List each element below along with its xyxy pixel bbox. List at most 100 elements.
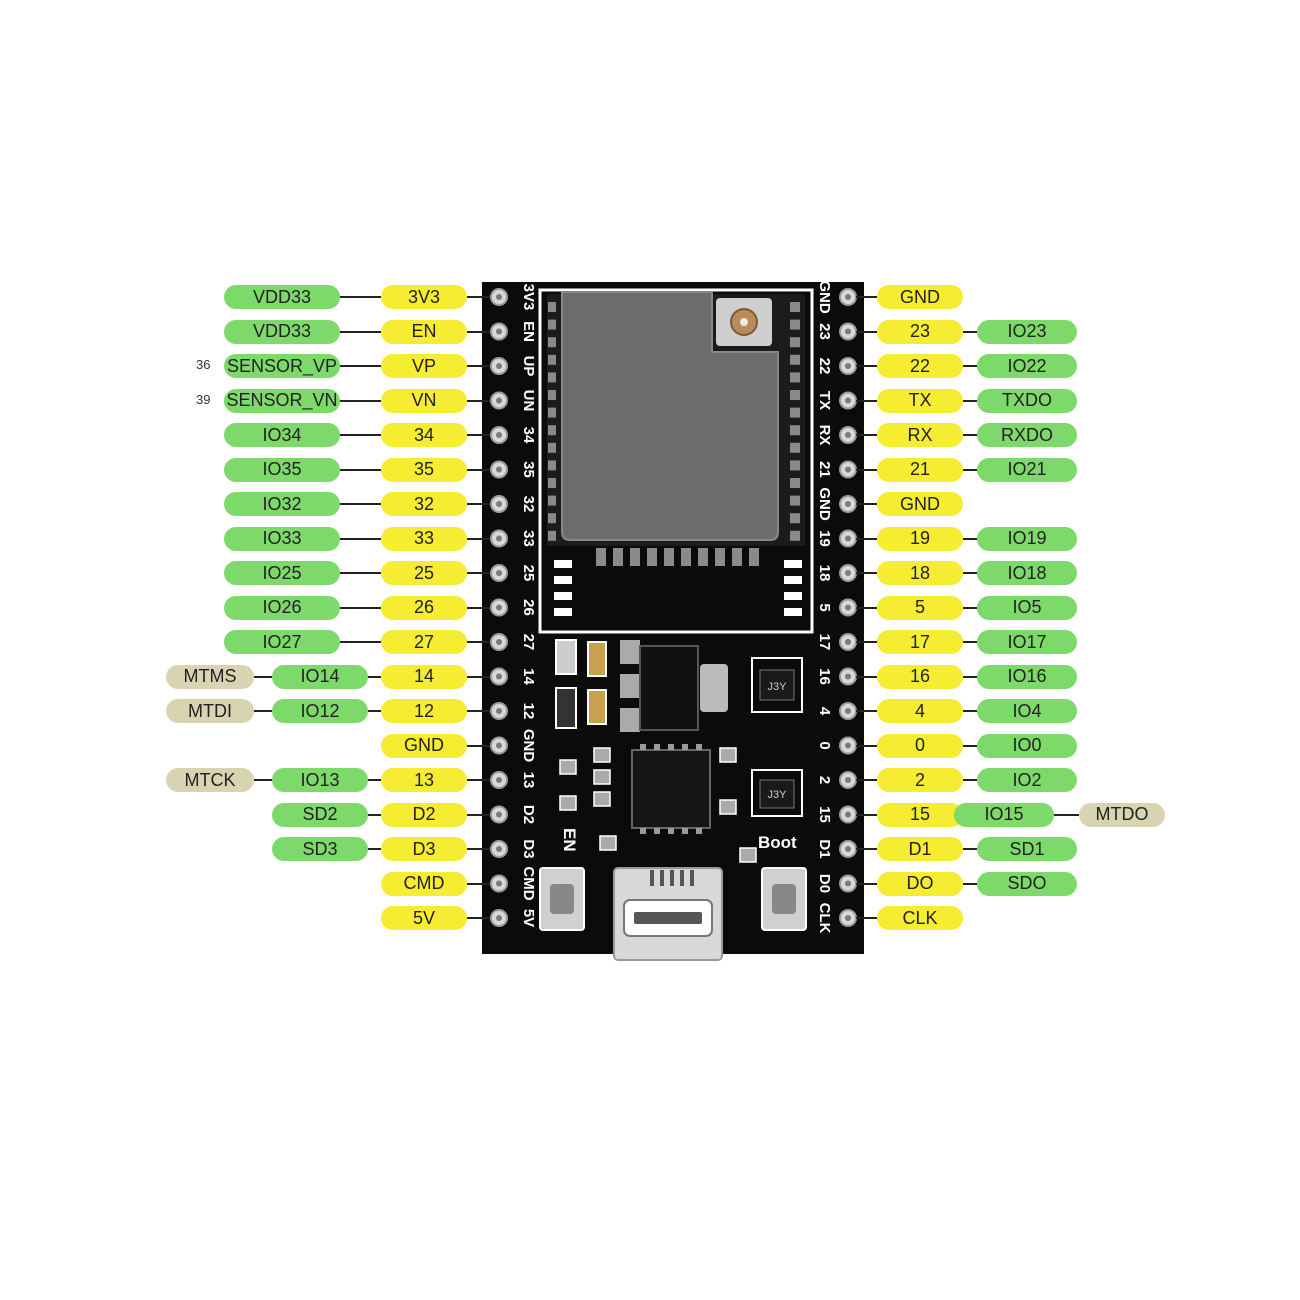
module-pad-bottom: [749, 548, 759, 566]
silk-label-right: GND: [816, 280, 833, 314]
connector-line: [340, 572, 381, 574]
smd-passive: [559, 759, 577, 775]
left-alt-function-label: MTMS: [166, 664, 254, 689]
chip-pin: [668, 744, 674, 750]
module-pad-left: [548, 442, 556, 453]
usb-uart-chip: [631, 749, 711, 829]
silk-label-right: 23: [816, 323, 833, 340]
connector-line: [467, 675, 490, 678]
module-silk-stripe-right: [784, 592, 802, 600]
boot-silk-label: Boot: [758, 833, 797, 852]
en-button-cap: [550, 884, 574, 914]
connector-line: [467, 572, 490, 574]
silk-label-right: 16: [816, 668, 833, 685]
module-pad-bottom: [732, 548, 742, 566]
silk-label-left: 14: [520, 668, 537, 685]
module-pad-left: [548, 513, 556, 524]
module-pad-left: [548, 337, 556, 348]
connector-line: [963, 710, 977, 712]
header-pin-left-hole: [496, 501, 502, 507]
module-silk-stripe-left: [554, 608, 572, 616]
module-silk-stripe-right: [784, 608, 802, 616]
left-function-label: IO27: [224, 630, 340, 654]
silk-label-right: 22: [816, 358, 833, 375]
header-pin-left-hole: [496, 639, 502, 645]
smd-diode: [555, 687, 577, 729]
left-function-label: IO13: [272, 768, 368, 792]
module-pad-bottom: [664, 548, 674, 566]
module-pad-left: [548, 478, 556, 488]
connector-line: [340, 330, 381, 333]
connector-line: [368, 813, 381, 816]
header-pin-right-hole: [845, 604, 851, 611]
sot23-body-2: [759, 779, 795, 809]
right-pin-label: DO: [877, 871, 963, 896]
left-function-label: IO33: [224, 526, 340, 551]
silk-label-left: GND: [520, 729, 537, 763]
left-alt-function-label: MTDI: [166, 699, 254, 723]
right-pin-label: GND: [877, 285, 963, 309]
boot-button-cap: [772, 884, 796, 914]
header-pin-right-hole: [845, 846, 851, 852]
sot23-mark-2: J3Y: [768, 789, 788, 801]
rf-shield: [561, 291, 779, 541]
silk-label-left: D3: [520, 839, 537, 858]
silk-label-left: D2: [520, 805, 537, 824]
sensor-pin-number: 36: [196, 357, 211, 372]
connector-line: [340, 434, 381, 436]
module-pad-right: [790, 495, 800, 506]
sensor-pin-number: 39: [196, 391, 211, 407]
connector-line: [856, 848, 877, 850]
regulator-tab-1: [620, 640, 640, 664]
header-pin-right-hole: [845, 328, 851, 335]
left-pin-label: 33: [381, 526, 467, 551]
header-pin-right-hole: [845, 639, 851, 645]
connector-line: [467, 503, 490, 505]
header-pin-left-hole: [496, 294, 502, 300]
header-pin-left-hole: [496, 673, 502, 680]
connector-line: [467, 848, 490, 850]
left-function-label: IO12: [272, 699, 368, 723]
connector-line: [963, 882, 977, 885]
right-pin-label: 21: [877, 457, 963, 482]
module-pad-left: [548, 407, 556, 418]
chip-pin: [640, 744, 646, 750]
right-function-label: SDO: [977, 871, 1077, 896]
module-silk-stripe-right: [784, 576, 802, 584]
connector-line: [856, 330, 877, 333]
header-pin-right-hole: [845, 432, 851, 438]
silk-label-right: 18: [816, 565, 833, 582]
header-pin-right-hole: [845, 777, 851, 783]
module-pad-right: [790, 390, 800, 400]
smd-passive: [593, 747, 611, 763]
header-pin-left-hole: [496, 328, 502, 335]
left-pin-label: 3V3: [381, 285, 467, 309]
silk-label-right: TX: [816, 391, 833, 410]
right-pin-label: D1: [877, 837, 963, 861]
right-pin-label: 19: [877, 526, 963, 551]
chip-pin: [668, 828, 674, 834]
connector-line: [467, 537, 490, 540]
left-pin-label: 25: [381, 561, 467, 585]
sot23-outline: [751, 657, 803, 713]
antenna-connector-pin: [740, 318, 748, 326]
silk-label-right: 0: [816, 741, 833, 749]
connector-line: [963, 365, 977, 367]
right-function-label: IO2: [977, 768, 1077, 792]
right-function-label: IO22: [977, 354, 1077, 378]
connector-line: [467, 434, 490, 436]
left-function-label: IO34: [224, 423, 340, 447]
connector-line: [340, 537, 381, 540]
connector-line: [856, 675, 877, 678]
silk-label-right: D1: [816, 839, 833, 858]
connector-line: [467, 330, 490, 333]
left-pin-label: 35: [381, 457, 467, 482]
module-pad-right: [790, 372, 800, 383]
connector-line: [856, 503, 877, 505]
left-pin-label: D3: [381, 837, 467, 861]
left-pin-label: 13: [381, 768, 467, 792]
header-pin-left-hole: [496, 432, 502, 438]
module-pad-left: [548, 319, 556, 330]
smd-passive: [593, 769, 611, 785]
